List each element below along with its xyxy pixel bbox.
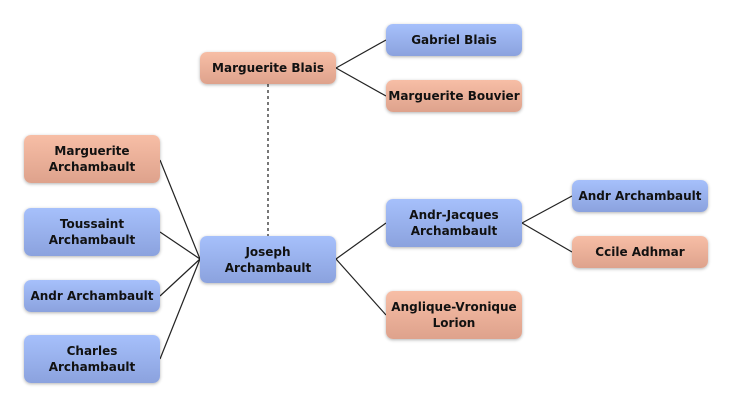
- person-node-andr-jacques-archambault[interactable]: Andr-Jacques Archambault: [386, 199, 522, 247]
- person-node-joseph-archambault[interactable]: Joseph Archambault: [200, 236, 336, 283]
- person-node-anglique-vronique-lorion[interactable]: Anglique-Vronique Lorion: [386, 291, 522, 339]
- person-name: Toussaint Archambault: [48, 217, 136, 247]
- person-name: Marguerite Bouvier: [388, 89, 520, 103]
- person-node-ccile-adhmar[interactable]: Ccile Adhmar: [572, 236, 708, 268]
- person-name: Marguerite Archambault: [48, 144, 136, 174]
- person-name: Joseph Archambault: [224, 244, 312, 275]
- person-name: Charles Archambault: [48, 344, 136, 374]
- person-node-marguerite-blais[interactable]: Marguerite Blais: [200, 52, 336, 84]
- person-name: Andr Archambault: [30, 289, 154, 303]
- link-joseph-andr-jacques: [335, 222, 387, 260]
- link-andr-jacques-andr: [521, 195, 573, 224]
- person-name: Andr-Jacques Archambault: [409, 208, 499, 238]
- person-node-marguerite-bouvier[interactable]: Marguerite Bouvier: [386, 80, 522, 112]
- link-marguerite-blais-bouvier: [335, 67, 387, 97]
- person-node-toussaint-archambault[interactable]: Toussaint Archambault: [24, 208, 160, 256]
- person-name: Anglique-Vronique Lorion: [391, 300, 517, 330]
- person-node-charles-archambault[interactable]: Charles Archambault: [24, 335, 160, 383]
- link-joseph-marguerite-archambault: [159, 159, 201, 260]
- person-name: Marguerite Blais: [212, 61, 324, 75]
- link-joseph-toussaint: [159, 231, 201, 260]
- person-name: Andr Archambault: [578, 189, 702, 203]
- person-name: Gabriel Blais: [411, 33, 497, 47]
- person-node-marguerite-archambault[interactable]: Marguerite Archambault: [24, 135, 160, 183]
- link-andr-jacques-ccile: [521, 222, 573, 253]
- person-name: Ccile Adhmar: [595, 245, 685, 259]
- person-node-andr-archambault[interactable]: Andr Archambault: [24, 280, 160, 312]
- person-node-gabriel-blais[interactable]: Gabriel Blais: [386, 24, 522, 56]
- link-joseph-andr: [159, 258, 201, 297]
- link-joseph-anglique: [335, 258, 387, 316]
- link-marguerite-blais-gabriel: [335, 39, 387, 69]
- link-joseph-charles: [159, 258, 201, 360]
- person-node-andr-archambault-child[interactable]: Andr Archambault: [572, 180, 708, 212]
